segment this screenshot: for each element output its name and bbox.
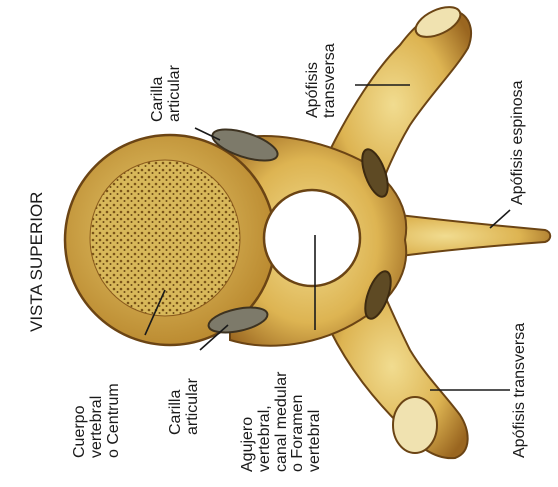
transverse-tip-bottom bbox=[393, 397, 437, 453]
label-apofisis-transversa-bottom: Apófisis transversa bbox=[512, 323, 529, 458]
label-apofisis-transversa-top: Apófisis transversa bbox=[305, 43, 339, 118]
label-apofisis-espinosa: Apófisis espinosa bbox=[510, 80, 527, 205]
label-agujero-vertebral: Agujero vertebral, canal medular o Foram… bbox=[240, 372, 324, 473]
vertebral-foramen bbox=[264, 190, 360, 286]
label-carilla-articular-top: Carilla articular bbox=[150, 65, 184, 122]
centrum-spongy bbox=[90, 160, 240, 316]
view-title: VISTA SUPERIOR bbox=[28, 192, 46, 332]
label-carilla-articular-bottom: Carilla articular bbox=[168, 378, 202, 435]
label-cuerpo-vertebral: Cuerpo vertebral o Centrum bbox=[72, 383, 122, 458]
